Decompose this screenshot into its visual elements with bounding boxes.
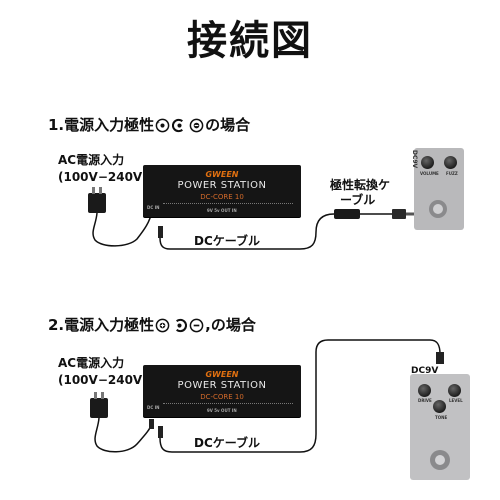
converter-plug [392, 209, 406, 219]
section1-heading: 1.電源入力極性+ の場合 [48, 114, 250, 135]
unit-name: POWER STATION [177, 380, 267, 391]
converter-label-line2: ーブル [340, 193, 376, 207]
dc-cable-1 [159, 213, 335, 250]
unit-out-label: 9V 5v OUT IN [207, 208, 237, 213]
section1-suffix: の場合 [205, 116, 251, 134]
dc-cable-label-1: DCケーブル [194, 234, 261, 248]
knob2-label: FUZZ [446, 171, 458, 176]
page-title: 接続図 [187, 18, 313, 64]
polarity-center-icon [176, 318, 188, 333]
power-station-unit-2: GWEEN POWER STATION DC-CORE 10 DC IN 9V … [143, 365, 301, 417]
unit-model: DC-CORE 10 [200, 393, 244, 401]
section2-heading: 2.電源入力極性 ,の場合 [48, 314, 256, 335]
unit-output-ports [163, 203, 293, 208]
dc-plug-out-2 [158, 426, 163, 438]
pedal1-dc-label: DC9V [411, 150, 418, 169]
pedal2-dc-label: DC9V [411, 366, 439, 376]
ac-adapter-2 [90, 392, 108, 418]
dc-plug-out-1 [158, 226, 163, 238]
converter-body [334, 209, 360, 219]
unit-out-label: 9V 5v OUT IN [207, 408, 237, 413]
drive-pedal: DRIVE LEVEL TONE [410, 374, 470, 480]
unit-port-label: DC IN [147, 405, 160, 410]
section2-prefix: 2.電源入力極性 [48, 316, 155, 334]
knob1-label: DRIVE [418, 398, 432, 403]
volume-knob [421, 156, 434, 169]
drive-knob [418, 384, 431, 397]
pedal2-plug [436, 352, 444, 364]
dc-plug-in-2 [149, 419, 154, 429]
level-knob [448, 384, 461, 397]
polarity-center-icon [172, 118, 184, 133]
knob1-label: VOLUME [420, 171, 439, 176]
unit-brand: GWEEN [205, 370, 239, 379]
power-station-unit-1: GWEEN POWER STATION DC-CORE 10 DC IN 9V … [143, 165, 301, 217]
section2-suffix: ,の場合 [205, 316, 256, 334]
unit-output-ports [163, 403, 293, 408]
polarity-center-positive-icon [155, 318, 170, 333]
polarity-center-positive-icon [189, 118, 204, 133]
ac-label-line1: AC電源入力 [58, 356, 125, 370]
ac-label-line2: (100V−240V) [58, 170, 148, 184]
svg-text:+: + [156, 120, 160, 126]
fuzz-pedal: VOLUME FUZZ [414, 148, 464, 230]
tone-knob [433, 400, 446, 413]
footswitch [430, 450, 450, 470]
ac-input-label-1: AC電源入力 (100V−240V) [58, 152, 148, 186]
converter-cable-label: 極性転換ケ ーブル [330, 178, 390, 208]
section1-prefix: 1.電源入力極性 [48, 116, 155, 134]
polarity-center-negative-icon: + [155, 118, 170, 133]
ac-label-line2: (100V−240V) [58, 373, 148, 387]
polarity-center-negative-icon [189, 318, 204, 333]
fuzz-knob [444, 156, 457, 169]
knob2-label: LEVEL [449, 398, 463, 403]
adapter-cable-2 [94, 417, 153, 453]
unit-port-label: DC IN [147, 205, 160, 210]
footswitch [429, 200, 447, 218]
unit-name: POWER STATION [177, 180, 267, 191]
unit-brand: GWEEN [205, 170, 239, 179]
adapter-cable-1 [92, 210, 153, 247]
dc-cable-label-2: DCケーブル [194, 436, 261, 450]
ac-input-label-2: AC電源入力 (100V−240V) [58, 355, 148, 389]
unit-model: DC-CORE 10 [200, 193, 244, 201]
knob3-label: TONE [435, 415, 448, 420]
converter-label-line1: 極性転換ケ [330, 178, 391, 192]
dc-cable-2 [159, 339, 441, 453]
ac-adapter-1 [88, 187, 106, 213]
ac-label-line1: AC電源入力 [58, 153, 125, 167]
